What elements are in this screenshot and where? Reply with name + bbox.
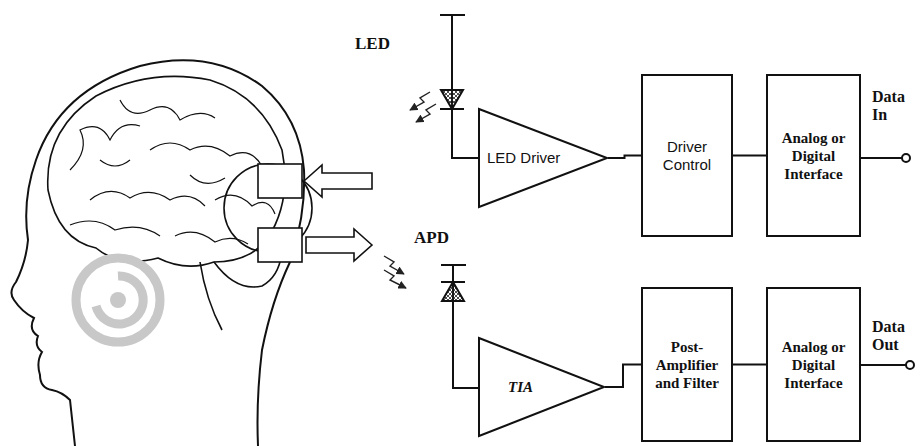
node-text: TIA bbox=[508, 378, 533, 396]
signal-label: Data Out bbox=[872, 318, 918, 355]
watermark-spiral bbox=[76, 258, 160, 342]
apd-light-rays bbox=[384, 256, 406, 288]
head-illustration bbox=[11, 60, 304, 446]
node-text: Analog or Digital Interface bbox=[772, 129, 855, 183]
node-text: LED Driver bbox=[487, 149, 560, 167]
led-light-rays bbox=[410, 92, 436, 122]
brain-outline bbox=[48, 76, 285, 266]
brain-stem bbox=[200, 262, 222, 330]
triangle-shape bbox=[479, 109, 607, 207]
signal-wire bbox=[608, 156, 641, 159]
signal-wire bbox=[733, 155, 766, 157]
led-symbol bbox=[440, 15, 478, 158]
triangle-outline bbox=[478, 337, 605, 437]
component-label: APD bbox=[414, 228, 474, 248]
triangle-shape bbox=[479, 338, 604, 436]
apd-symbol bbox=[441, 265, 478, 388]
process-box: Post-Amplifier and Filter bbox=[641, 287, 733, 442]
head-outline bbox=[11, 60, 304, 446]
emitter-housing bbox=[258, 164, 302, 198]
node-text: Driver Control bbox=[647, 138, 727, 174]
detector-housing bbox=[258, 228, 302, 262]
process-box: Analog or Digital Interface bbox=[766, 287, 861, 442]
signal-wire bbox=[733, 364, 766, 366]
brain-folds bbox=[70, 100, 275, 244]
component-label: LED bbox=[355, 34, 415, 54]
light-out-arrow bbox=[306, 229, 372, 261]
signal-wire bbox=[605, 365, 641, 388]
amplifier-triangle: LED Driver bbox=[478, 108, 608, 208]
signal-label: Data In bbox=[872, 88, 918, 125]
process-box: Driver Control bbox=[641, 74, 733, 237]
light-in-arrow bbox=[304, 165, 372, 197]
amplifier-triangle: TIA bbox=[478, 337, 605, 437]
process-box: Analog or Digital Interface bbox=[766, 74, 861, 237]
node-text: Post-Amplifier and Filter bbox=[647, 338, 727, 392]
node-text: Analog or Digital Interface bbox=[772, 338, 855, 392]
